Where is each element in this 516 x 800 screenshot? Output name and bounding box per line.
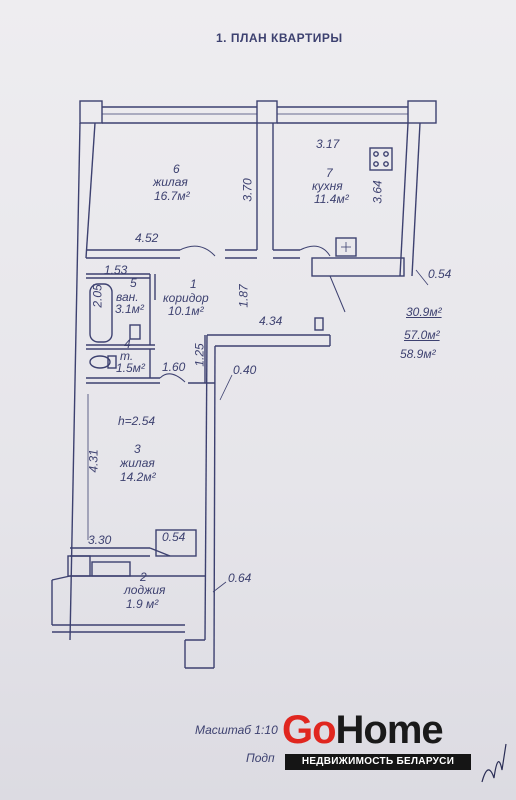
room-4-name: т. [120,349,134,363]
total-area: 57.0м² [404,328,440,342]
room-3-name: жилая [120,456,155,470]
room-1-name: коридор [163,291,209,305]
signature-label: Подп [246,751,275,765]
dim-kitchen-wall: 0.54 [428,267,452,281]
logo-tagline: НЕДВИЖИМОСТЬ БЕЛАРУСИ [285,754,471,770]
room-5-area: 3.1м² [115,302,144,316]
room-2-area: 1.9 м² [126,597,159,611]
dim-loggia-wall: 0.54 [162,530,186,544]
gohome-logo: GoHome НЕДВИЖИМОСТЬ БЕЛАРУСИ [282,708,472,772]
dim-toilet-door: 1.60 [162,360,186,374]
total-area-with-loggia: 58.9м² [400,347,436,361]
logo-go: Go [282,708,337,752]
wall-block [79,100,103,124]
wall-block [256,100,278,124]
room-2-name: лоджия [124,583,166,597]
room-1-number: 1 [190,277,197,291]
dim-room3-width: 3.30 [88,533,112,547]
room-7-area: 11.4м² [314,192,349,206]
room-3-area: 14.2м² [120,470,156,484]
total-living-area: 30.9м² [406,305,442,319]
dim-wall-thickness: 0.40 [233,363,257,377]
dim-corridor-width: 4.34 [259,314,283,328]
room-5-number: 5 [130,276,137,290]
scale-label: Масштаб 1:10 [195,723,278,737]
wall-block [407,100,437,124]
room-6-number: 6 [173,162,180,176]
room-3-number: 3 [134,442,141,456]
dim-partition: 1.25 [192,343,207,367]
room-6-area: 16.7м² [154,189,190,203]
dim-room6-width: 4.52 [135,231,159,245]
logo-wordmark: GoHome [282,708,444,752]
dim-outer-wall: 0.64 [228,571,252,585]
room-7-name: кухня [312,179,343,193]
room-4-number: 4 [124,337,131,351]
dim-room3-height: 4.31 [86,449,101,473]
dim-corridor-height: 1.87 [236,284,251,308]
dim-kitchen-width: 3.17 [316,137,340,151]
room-5-name: ван. [116,290,139,304]
dim-room6-height: 3.70 [240,178,255,202]
room-7-number: 7 [326,166,333,180]
room-1-area: 10.1м² [168,304,204,318]
plan-title: 1. ПЛАН КВАРТИРЫ [216,31,343,45]
ceiling-height: h=2.54 [118,414,156,428]
dim-bath-height: 2.05 [90,284,105,308]
dim-kitchen-height: 3.64 [370,180,385,204]
room-4-area: 1.5м² [116,361,145,375]
dim-bath-width: 1.53 [104,263,128,277]
room-2-number: 2 [140,570,147,584]
signature-scribble [481,743,507,783]
logo-home: Home [335,708,444,752]
room-6-name: жилая [153,175,188,189]
